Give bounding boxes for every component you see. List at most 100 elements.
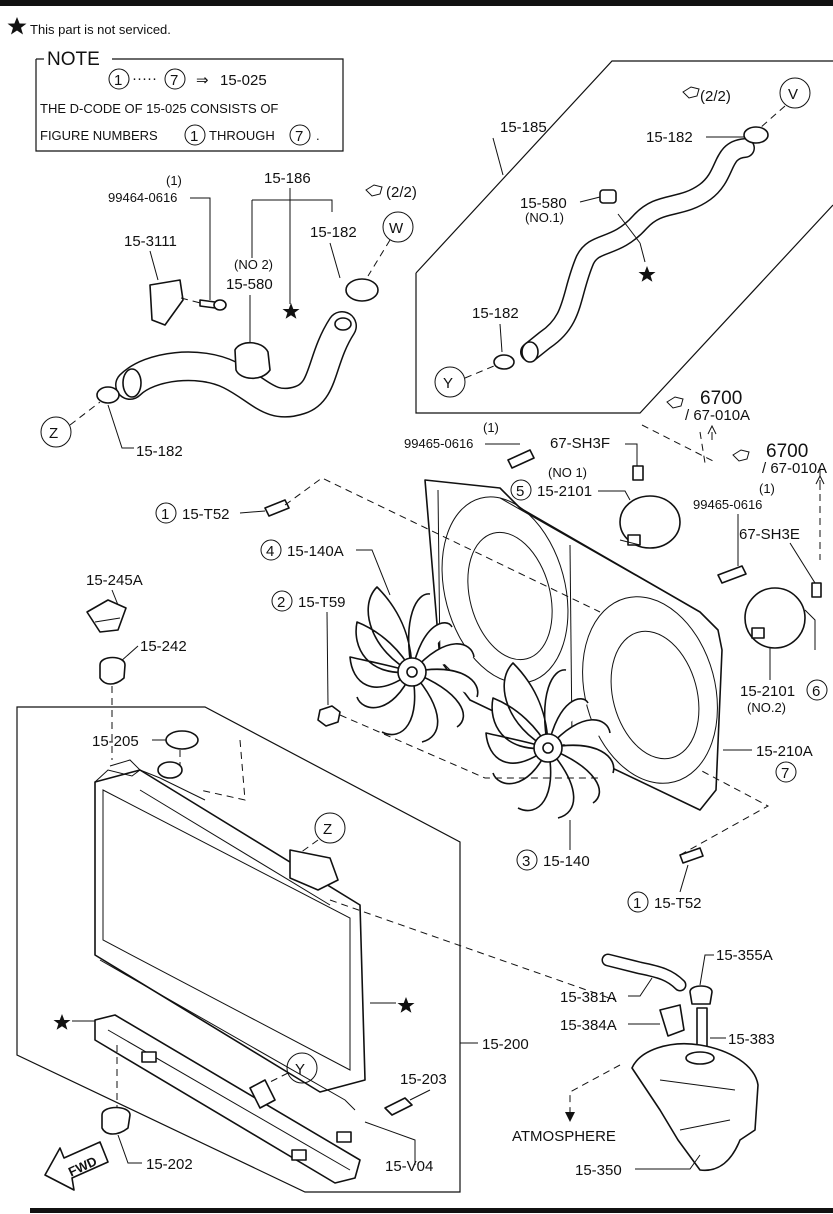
label-15-2101-b: 15-2101 xyxy=(740,683,795,700)
hose-clamp xyxy=(743,126,769,144)
bolt xyxy=(507,449,535,469)
radiator-bracket-clip xyxy=(86,599,127,633)
cooling-fan-2 xyxy=(485,662,615,819)
hose-clamp-no2 xyxy=(234,341,271,380)
label-circle-3: 3 xyxy=(522,853,530,870)
link-icon xyxy=(732,449,750,462)
label-circle-1b: 1 xyxy=(633,895,641,912)
label-15-383: 15-383 xyxy=(728,1031,775,1048)
star-icon xyxy=(53,1014,71,1030)
fan-shroud-assembly xyxy=(264,424,822,864)
radiator-lower-cushion xyxy=(101,1106,131,1135)
note-arrow: ⇒ xyxy=(196,72,209,89)
legend-text: This part is not serviced. xyxy=(30,22,171,37)
lower-hose-group: 15-186 (2/2) W (1) 99464-0616 15-182 15-… xyxy=(40,170,417,460)
hose-clamp xyxy=(96,386,120,404)
label-15-185: 15-185 xyxy=(500,119,547,136)
label-15-3111: 15-3111 xyxy=(124,233,177,250)
fwd-arrow-icon xyxy=(44,1141,109,1191)
label-15-245a: 15-245A xyxy=(86,572,143,589)
note-line3-c: . xyxy=(316,128,320,143)
fwd-arrow: FWD xyxy=(44,1141,109,1191)
label-15-210a: 15-210A xyxy=(756,743,813,760)
label-15-v04: 15-V04 xyxy=(385,1158,433,1175)
label-15-182-w: 15-182 xyxy=(310,224,357,241)
star-icon xyxy=(282,303,300,319)
cooling-fan-1 xyxy=(349,586,479,743)
note-range-code: 15-025 xyxy=(220,72,267,89)
label-qty-1c: (1) xyxy=(759,481,775,496)
label-atmosphere: ATMOSPHERE xyxy=(512,1128,616,1145)
connector-67-sh3e xyxy=(811,582,822,598)
coolant-reservoir xyxy=(631,1042,759,1172)
bolt xyxy=(264,499,290,517)
label-15-182-z: 15-182 xyxy=(136,443,183,460)
ref-y2-letter: Y xyxy=(295,1061,305,1078)
note-box: NOTE 1 ····· 7 ⇒ 15-025 THE D-CODE OF 15… xyxy=(35,49,344,152)
label-15-202: 15-202 xyxy=(146,1156,193,1173)
label-15-t52-b: 15-T52 xyxy=(654,895,702,912)
label-67-sh3e: 67-SH3E xyxy=(739,526,800,543)
note-line3-n1: 1 xyxy=(190,128,198,145)
label-circle-2: 2 xyxy=(277,594,285,611)
label-15-580-no2: 15-580 xyxy=(226,276,273,293)
note-line3-n2: 7 xyxy=(295,128,303,145)
label-15-242: 15-242 xyxy=(140,638,187,655)
drain-plug xyxy=(384,1097,413,1116)
star-icon xyxy=(7,17,27,35)
legend: This part is not serviced. xyxy=(7,17,171,37)
label-15-350: 15-350 xyxy=(575,1162,622,1179)
label-no2: (NO 2) xyxy=(234,257,273,272)
ref-6700-b: 6700 xyxy=(766,441,808,462)
link-icon xyxy=(666,396,684,409)
hose-clamp-no1 xyxy=(599,189,617,204)
nut xyxy=(317,705,341,727)
note-line2: THE D-CODE OF 15-025 CONSISTS OF xyxy=(40,101,278,116)
label-15-140: 15-140 xyxy=(543,853,590,870)
upper-hose-group: (2/2) V 15-185 15-182 15-580 (NO.1) 15-1… xyxy=(415,60,833,414)
label-15-381a: 15-381A xyxy=(560,989,617,1006)
label-no1-b: (NO 1) xyxy=(548,465,587,480)
label-99465-0616-a: 99465-0616 xyxy=(404,436,473,451)
ref-6700-a-sub: / 67-010A xyxy=(685,407,750,424)
label-15-186: 15-186 xyxy=(264,170,311,187)
ref-z2-letter: Z xyxy=(323,821,332,838)
label-circle-5: 5 xyxy=(516,483,524,500)
reservoir-cap xyxy=(689,985,713,1005)
fan-labels: 6700 / 67-010A 6700 / 67-010A (1) 99465-… xyxy=(155,388,828,913)
link-icon xyxy=(682,86,700,99)
label-15-2101-a: 15-2101 xyxy=(537,483,592,500)
ref-w-letter: W xyxy=(389,220,404,237)
ref-y-letter: Y xyxy=(443,375,453,392)
bolt xyxy=(199,299,216,309)
radiator-cap xyxy=(165,730,199,750)
label-15-t52-a: 15-T52 xyxy=(182,506,230,523)
label-99465-0616-b: 99465-0616 xyxy=(693,497,762,512)
note-line3-b: THROUGH xyxy=(209,128,275,143)
bolt xyxy=(717,565,747,584)
label-15-355a: 15-355A xyxy=(716,947,773,964)
ref-w-ratio: (2/2) xyxy=(386,184,417,201)
label-circle-4: 4 xyxy=(266,543,274,560)
radiator-group: 15-245A 15-242 15-205 Z 15-200 xyxy=(16,572,529,1193)
label-circle-7: 7 xyxy=(781,765,789,782)
star-icon xyxy=(397,997,415,1013)
connector-67-sh3f xyxy=(632,465,644,481)
link-icon xyxy=(365,184,383,197)
note-line3-a: FIGURE NUMBERS xyxy=(40,128,158,143)
label-99464-0616: 99464-0616 xyxy=(108,190,177,205)
reservoir-hose-elbow xyxy=(659,1004,685,1037)
hose-clamp xyxy=(493,354,515,370)
hose-clamp xyxy=(345,278,379,302)
label-15-182-v: 15-182 xyxy=(646,129,693,146)
top-rule xyxy=(0,0,833,6)
label-qty-1b: (1) xyxy=(483,420,499,435)
ref-6700-a: 6700 xyxy=(700,388,742,409)
label-67-sh3f: 67-SH3F xyxy=(550,435,610,452)
fan-motor-no2 xyxy=(744,587,816,650)
label-no1: (NO.1) xyxy=(525,210,564,225)
reservoir-group: 15-355A 15-381A 15-384A 15-383 ATMOSPHER… xyxy=(512,947,775,1179)
label-15-580-no1: 15-580 xyxy=(520,195,567,212)
hose-bracket xyxy=(149,279,184,326)
